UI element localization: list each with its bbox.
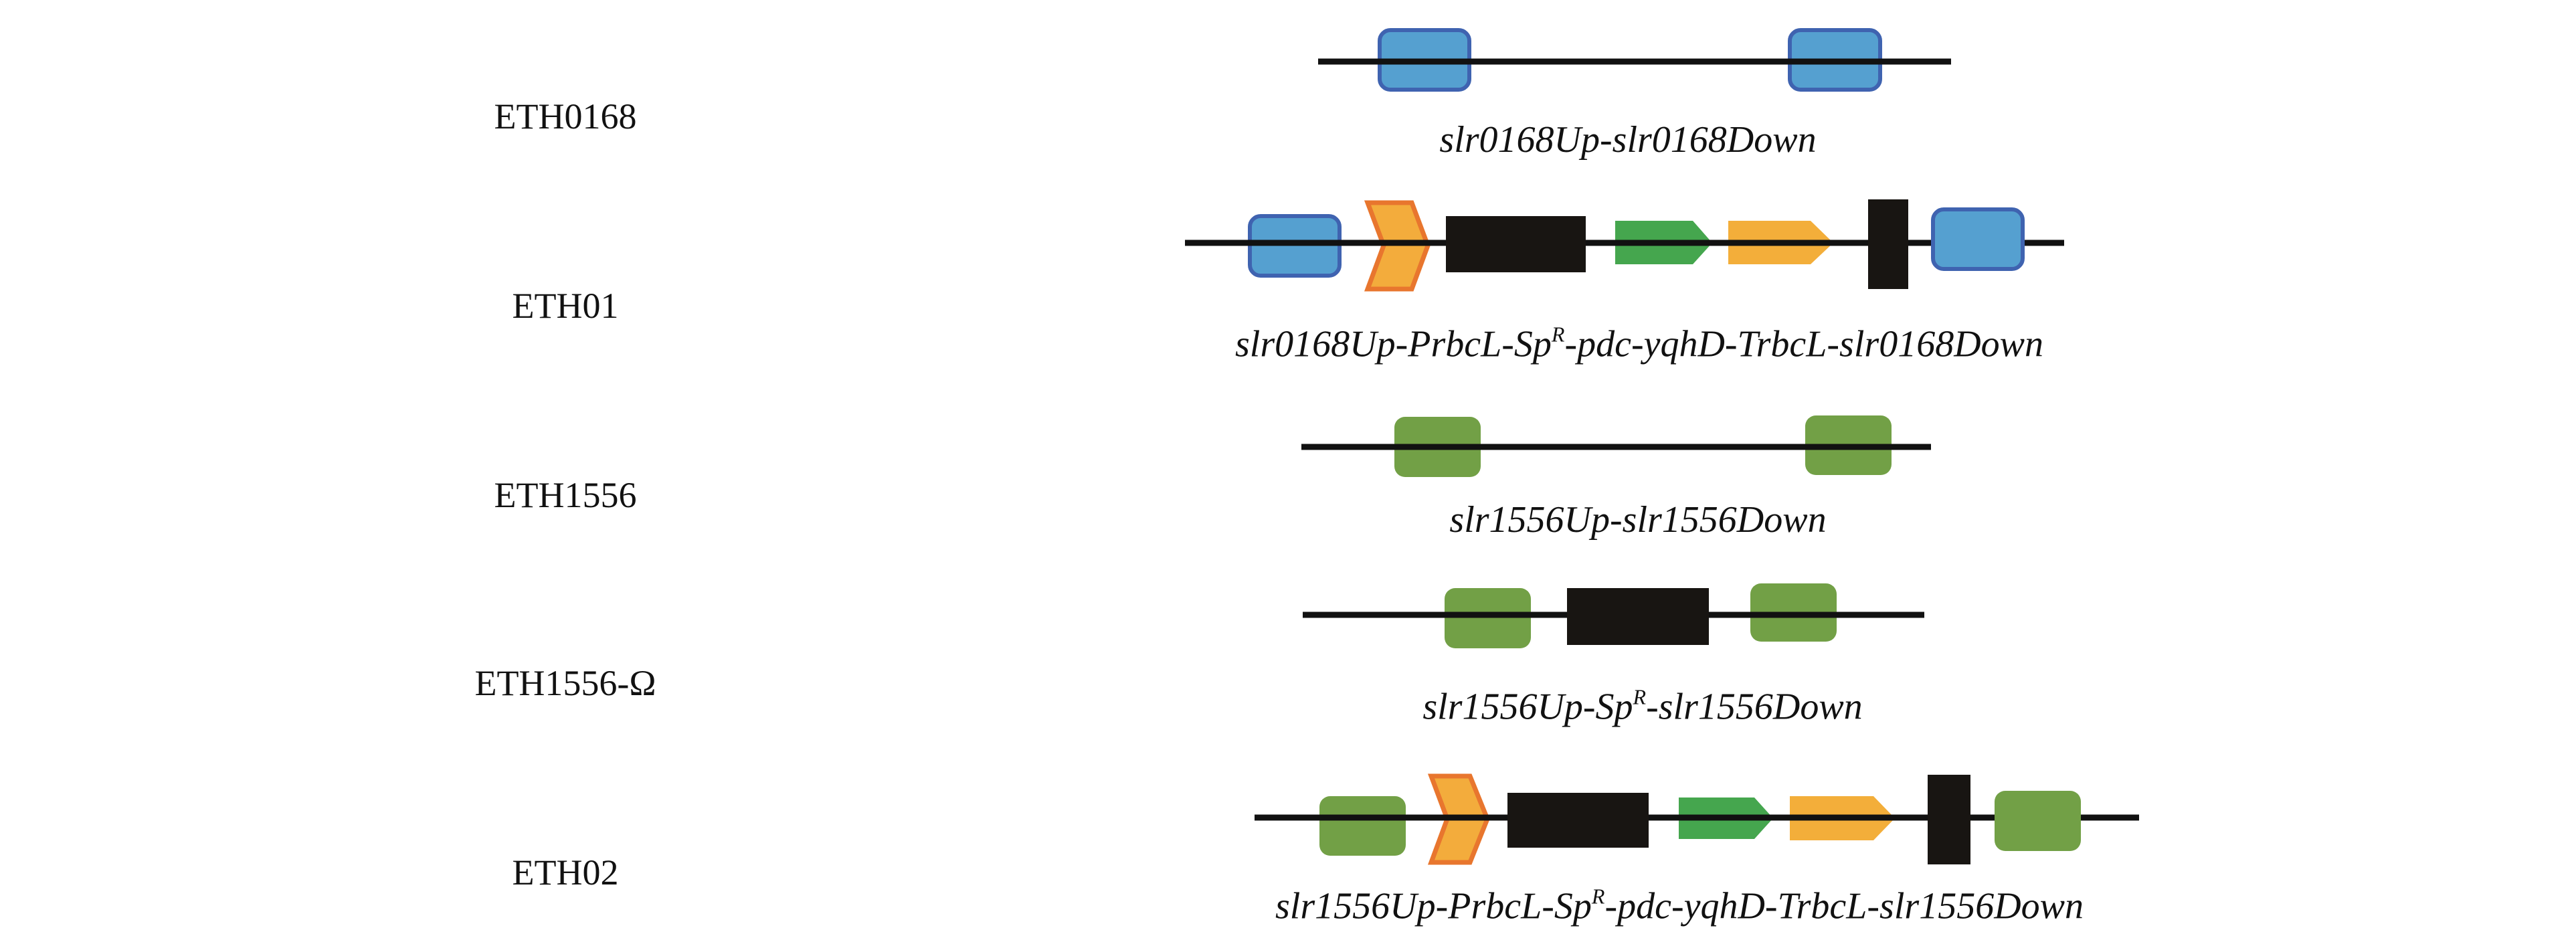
construct-text: -slr1556Down (1646, 686, 1863, 728)
superscript-r: R (1633, 684, 1647, 709)
resistance-spr (1507, 793, 1649, 848)
construct-label-eth02: slr1556Up-PrbcL-SpR-pdc-yqhD-TrbcL-slr15… (1275, 884, 2084, 928)
construct-text: -pdc-yqhD-TrbcL-slr0168Down (1564, 323, 2043, 365)
construct-eth1556 (1301, 415, 1931, 477)
construct-text: slr1556Up-Sp (1422, 686, 1633, 728)
strain-label-eth01: ETH01 (512, 286, 619, 326)
resistance-spr-overlay (1446, 216, 1586, 272)
terminator-trbcl (1868, 199, 1908, 289)
construct-label-eth1556-omega: slr1556Up-SpR-slr1556Down (1422, 685, 1862, 729)
construct-text: slr0168Up-slr0168Down (1439, 119, 1817, 161)
construct-eth02 (1255, 773, 2139, 865)
terminator-trbcl (1928, 775, 1970, 864)
construct-text: slr1556Up-PrbcL-Sp (1275, 885, 1592, 927)
resistance-spr (1567, 588, 1709, 645)
construct-label-eth01: slr0168Up-PrbcL-SpR-pdc-yqhD-TrbcL-slr01… (1235, 322, 2043, 366)
strain-label-eth1556: ETH1556 (494, 475, 637, 515)
down-homology-arm (1931, 207, 2025, 271)
superscript-r: R (1551, 322, 1565, 347)
construct-label-eth0168: slr0168Up-slr0168Down (1439, 118, 1816, 161)
construct-eth01 (1185, 199, 2064, 292)
construct-text: slr1556Up-slr1556Down (1449, 499, 1827, 541)
construct-text: slr0168Up-PrbcL-Sp (1235, 323, 1552, 365)
strain-label-eth02: ETH02 (512, 852, 619, 893)
up-homology-arm (1445, 588, 1531, 648)
up-homology-arm (1319, 796, 1406, 856)
construct-text: -pdc-yqhD-TrbcL-slr1556Down (1604, 885, 2084, 927)
construct-eth0168 (1318, 28, 1951, 92)
down-homology-arm (1995, 791, 2081, 851)
strain-label-eth0168: ETH0168 (494, 96, 637, 136)
superscript-r: R (1591, 884, 1605, 909)
strain-label-eth1556-omega: ETH1556-Ω (474, 663, 656, 703)
construct-label-eth1556: slr1556Up-slr1556Down (1449, 498, 1826, 541)
construct-eth1556-omega (1303, 583, 1924, 648)
